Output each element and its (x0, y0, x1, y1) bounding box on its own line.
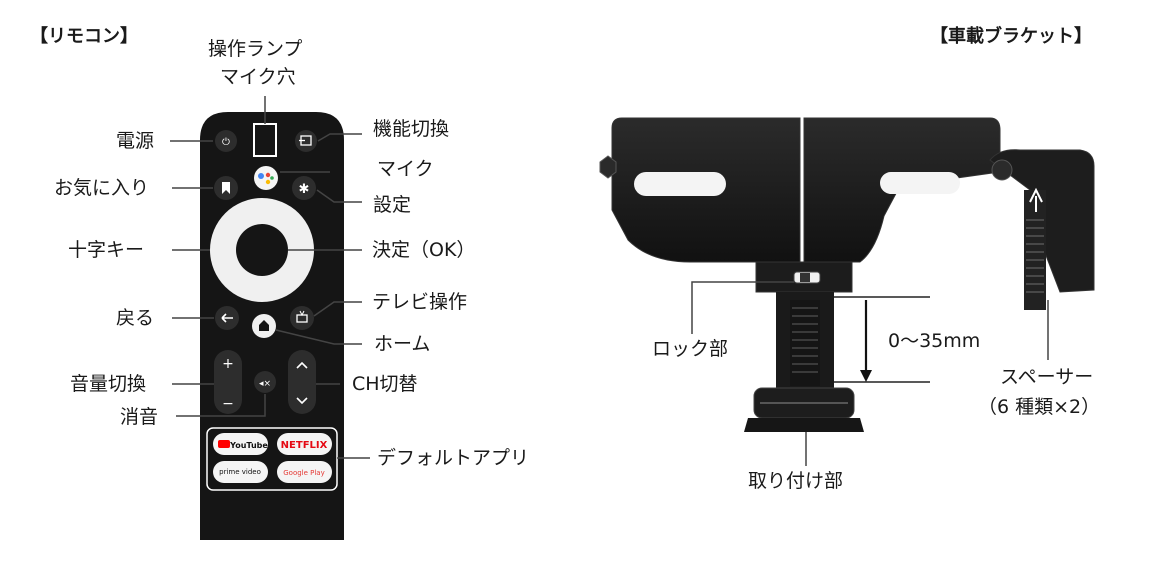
spacer-label: スペーサー (1000, 366, 1094, 388)
home-label: ホーム (374, 333, 431, 355)
bracket-section-title: 【車載ブラケット】 (930, 26, 1092, 47)
prime-app-text: prime video (219, 468, 261, 476)
svg-text:⏻: ⏻ (222, 137, 230, 148)
youtube-app-text: YouTube (229, 441, 268, 450)
settings-label: 設定 (373, 194, 412, 216)
mount-label: 取り付け部 (748, 470, 844, 492)
dpad-label: 十字キー (68, 239, 145, 261)
mount-plate (744, 418, 864, 432)
home-button-shape (252, 314, 276, 338)
favorites-button-shape (214, 176, 238, 200)
svg-text:−: − (222, 396, 234, 412)
assistant-button-shape (254, 166, 278, 190)
svg-text:+: + (222, 356, 234, 372)
bracket-left-slot (634, 172, 726, 196)
bracket-right-slot (880, 172, 960, 194)
indicator-label: 操作ランプ (208, 38, 303, 60)
tv-label: テレビ操作 (372, 291, 468, 313)
volume-rocker (214, 350, 242, 414)
mic-label: マイク (377, 158, 434, 180)
dimension-lines (834, 296, 930, 383)
channel-rocker (288, 350, 316, 414)
mute-label: 消音 (120, 406, 159, 428)
spacer-note-label: （6 種類×2） (978, 396, 1101, 418)
back-label: 戻る (116, 307, 155, 329)
tv-button-shape (290, 306, 314, 330)
gplay-app-text: Google Play (283, 469, 325, 477)
mic-hole-label: マイク穴 (220, 66, 296, 88)
volume-label: 音量切換 (70, 373, 147, 395)
stem-ribs (792, 307, 818, 373)
ok-label: 決定（OK） (372, 239, 476, 261)
settings-button-shape: ✱ (292, 176, 316, 200)
input-button-shape (295, 130, 317, 152)
favorites-label: お気に入り (54, 177, 150, 199)
ok-button-shape (236, 224, 288, 276)
apps-frame (206, 427, 338, 491)
spacer-teeth (1026, 219, 1044, 293)
back-button-shape (215, 306, 239, 330)
bracket-leader-lines (691, 281, 1049, 466)
bracket-bolt (599, 155, 617, 179)
mute-button-shape: ◂× (254, 371, 276, 393)
svg-text:◂×: ◂× (259, 379, 271, 389)
channel-label: CH切替 (352, 373, 418, 395)
svg-text:✱: ✱ (299, 182, 310, 197)
apps-label: デフォルトアプリ (377, 447, 530, 469)
input-label: 機能切換 (373, 118, 450, 140)
remote-leader-lines (170, 96, 370, 459)
spacer-arrow (1029, 187, 1043, 212)
range-label: 0〜35mm (888, 330, 981, 352)
power-button-shape: ⏻ (215, 130, 237, 152)
lock-label: ロック部 (652, 338, 729, 360)
netflix-app-text: NETFLIX (281, 440, 328, 451)
power-label: 電源 (116, 130, 155, 152)
remote-section-title: 【リモコン】 (30, 26, 138, 47)
